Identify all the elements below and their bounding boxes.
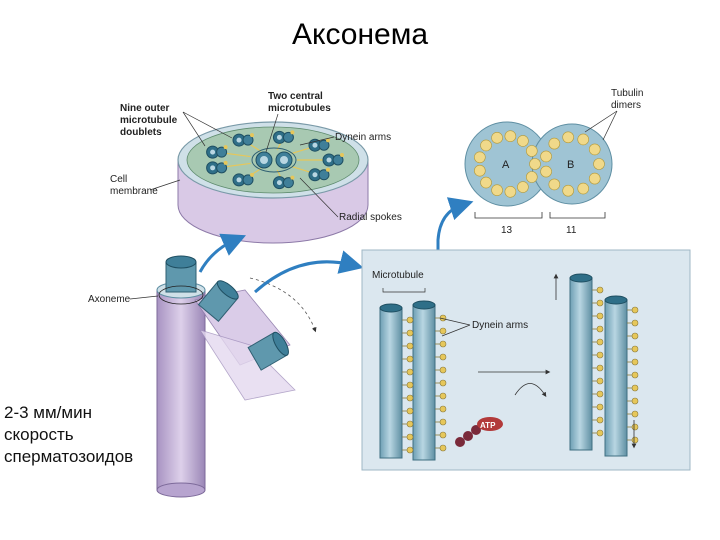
svg-text:Radial spokes: Radial spokes <box>339 212 402 223</box>
tubulin-dimer <box>517 182 528 193</box>
tubulin-dimer <box>563 132 574 143</box>
svg-text:Two central: Two central <box>268 91 323 102</box>
dynein-arm <box>407 447 413 453</box>
dynein-arm <box>407 408 413 414</box>
tubulin-dimer <box>481 140 492 151</box>
dynein-arm <box>407 369 413 375</box>
dynein-arm <box>597 313 603 319</box>
caption-line: 2-3 мм/мин <box>4 402 133 424</box>
dynein-arm <box>597 417 603 423</box>
dynein-arm <box>407 356 413 362</box>
tubulin-dimer <box>589 173 600 184</box>
dynein-arm <box>440 432 446 438</box>
tubulin-dimer <box>578 134 589 145</box>
flagellum <box>157 256 315 497</box>
dynein-arm <box>407 434 413 440</box>
dynein-arm <box>407 317 413 323</box>
dynein-arm <box>632 411 638 417</box>
dynein-arm <box>597 404 603 410</box>
tubule-a-b-section: A B 13 11 <box>465 122 612 236</box>
dynein-arm <box>407 395 413 401</box>
dynein-arm <box>440 328 446 334</box>
dynein-arm <box>407 343 413 349</box>
tubulin-dimer <box>549 138 560 149</box>
dynein-arm <box>632 398 638 404</box>
dynein-arm <box>407 382 413 388</box>
dynein-arm <box>440 419 446 425</box>
tubulin-dimer <box>526 145 537 156</box>
svg-text:dimers: dimers <box>611 100 641 111</box>
dynein-arm <box>407 421 413 427</box>
svg-text:microtubule: microtubule <box>120 115 178 126</box>
count-b: 11 <box>566 225 577 236</box>
dynein-arm <box>597 365 603 371</box>
svg-text:doublets: doublets <box>120 127 162 138</box>
dynein-arm <box>597 339 603 345</box>
dynein-arm <box>440 354 446 360</box>
label-microtubule: Microtubule <box>372 270 424 281</box>
dynein-arm <box>632 320 638 326</box>
tubule-a-label: A <box>502 159 510 171</box>
svg-text:microtubules: microtubules <box>268 103 331 114</box>
dynein-arm <box>597 287 603 293</box>
dynein-arm <box>632 333 638 339</box>
sliding-panel: ATP Microtubule Dynein arms <box>362 250 690 470</box>
arrow-to-cross-section <box>200 240 235 272</box>
dynein-arm <box>632 359 638 365</box>
svg-text:Dynein arms: Dynein arms <box>335 132 391 143</box>
dynein-arm <box>632 346 638 352</box>
label-axoneme: Axoneme <box>88 294 158 305</box>
tubulin-dimer <box>578 183 589 194</box>
dynein-arm <box>632 372 638 378</box>
tubulin-dimer <box>594 159 605 170</box>
tubulin-dimer <box>492 132 503 143</box>
tubulin-dimer <box>541 166 552 177</box>
tubulin-dimer <box>474 165 485 176</box>
dynein-arm <box>632 437 638 443</box>
label-cell-membrane: Cell membrane <box>110 174 180 197</box>
dynein-arm <box>440 445 446 451</box>
dynein-arm <box>440 393 446 399</box>
dynein-arm <box>597 391 603 397</box>
count-a: 13 <box>501 225 513 236</box>
dynein-arm <box>597 300 603 306</box>
tubule-b-label: B <box>567 159 574 171</box>
svg-text:Nine outer: Nine outer <box>120 103 170 114</box>
caption-line: скорость <box>4 424 133 446</box>
dynein-arm <box>440 380 446 386</box>
caption-line: сперматозоидов <box>4 446 133 468</box>
svg-text:Tubulin: Tubulin <box>611 88 643 99</box>
arrow-to-panel <box>255 262 352 292</box>
dynein-arm <box>632 385 638 391</box>
tubulin-dimer <box>517 135 528 146</box>
speed-caption: 2-3 мм/мин скорость сперматозоидов <box>4 402 133 468</box>
dynein-arm <box>440 367 446 373</box>
tubulin-dimer <box>474 152 485 163</box>
tubulin-dimer <box>481 177 492 188</box>
tubulin-dimer <box>505 131 516 142</box>
tubulin-dimer <box>492 185 503 196</box>
svg-text:membrane: membrane <box>110 186 158 197</box>
svg-text:ATP: ATP <box>480 421 496 430</box>
dynein-arm <box>632 424 638 430</box>
dynein-arm <box>597 326 603 332</box>
tubulin-dimer <box>530 159 541 170</box>
tubulin-dimer <box>563 185 574 196</box>
label-dynein-arms-panel: Dynein arms <box>472 320 528 331</box>
tubulin-dimer <box>541 151 552 162</box>
dynein-arm <box>440 406 446 412</box>
svg-text:Cell: Cell <box>110 174 127 185</box>
tubulin-dimer <box>549 179 560 190</box>
dynein-arm <box>407 330 413 336</box>
dynein-arm <box>632 307 638 313</box>
tubulin-dimer <box>589 144 600 155</box>
tubulin-dimer <box>526 172 537 183</box>
dynein-arm <box>597 430 603 436</box>
dynein-arm <box>440 341 446 347</box>
dynein-arm <box>597 352 603 358</box>
tubulin-dimer <box>505 186 516 197</box>
dynein-arm <box>597 378 603 384</box>
svg-text:Axoneme: Axoneme <box>88 294 131 305</box>
